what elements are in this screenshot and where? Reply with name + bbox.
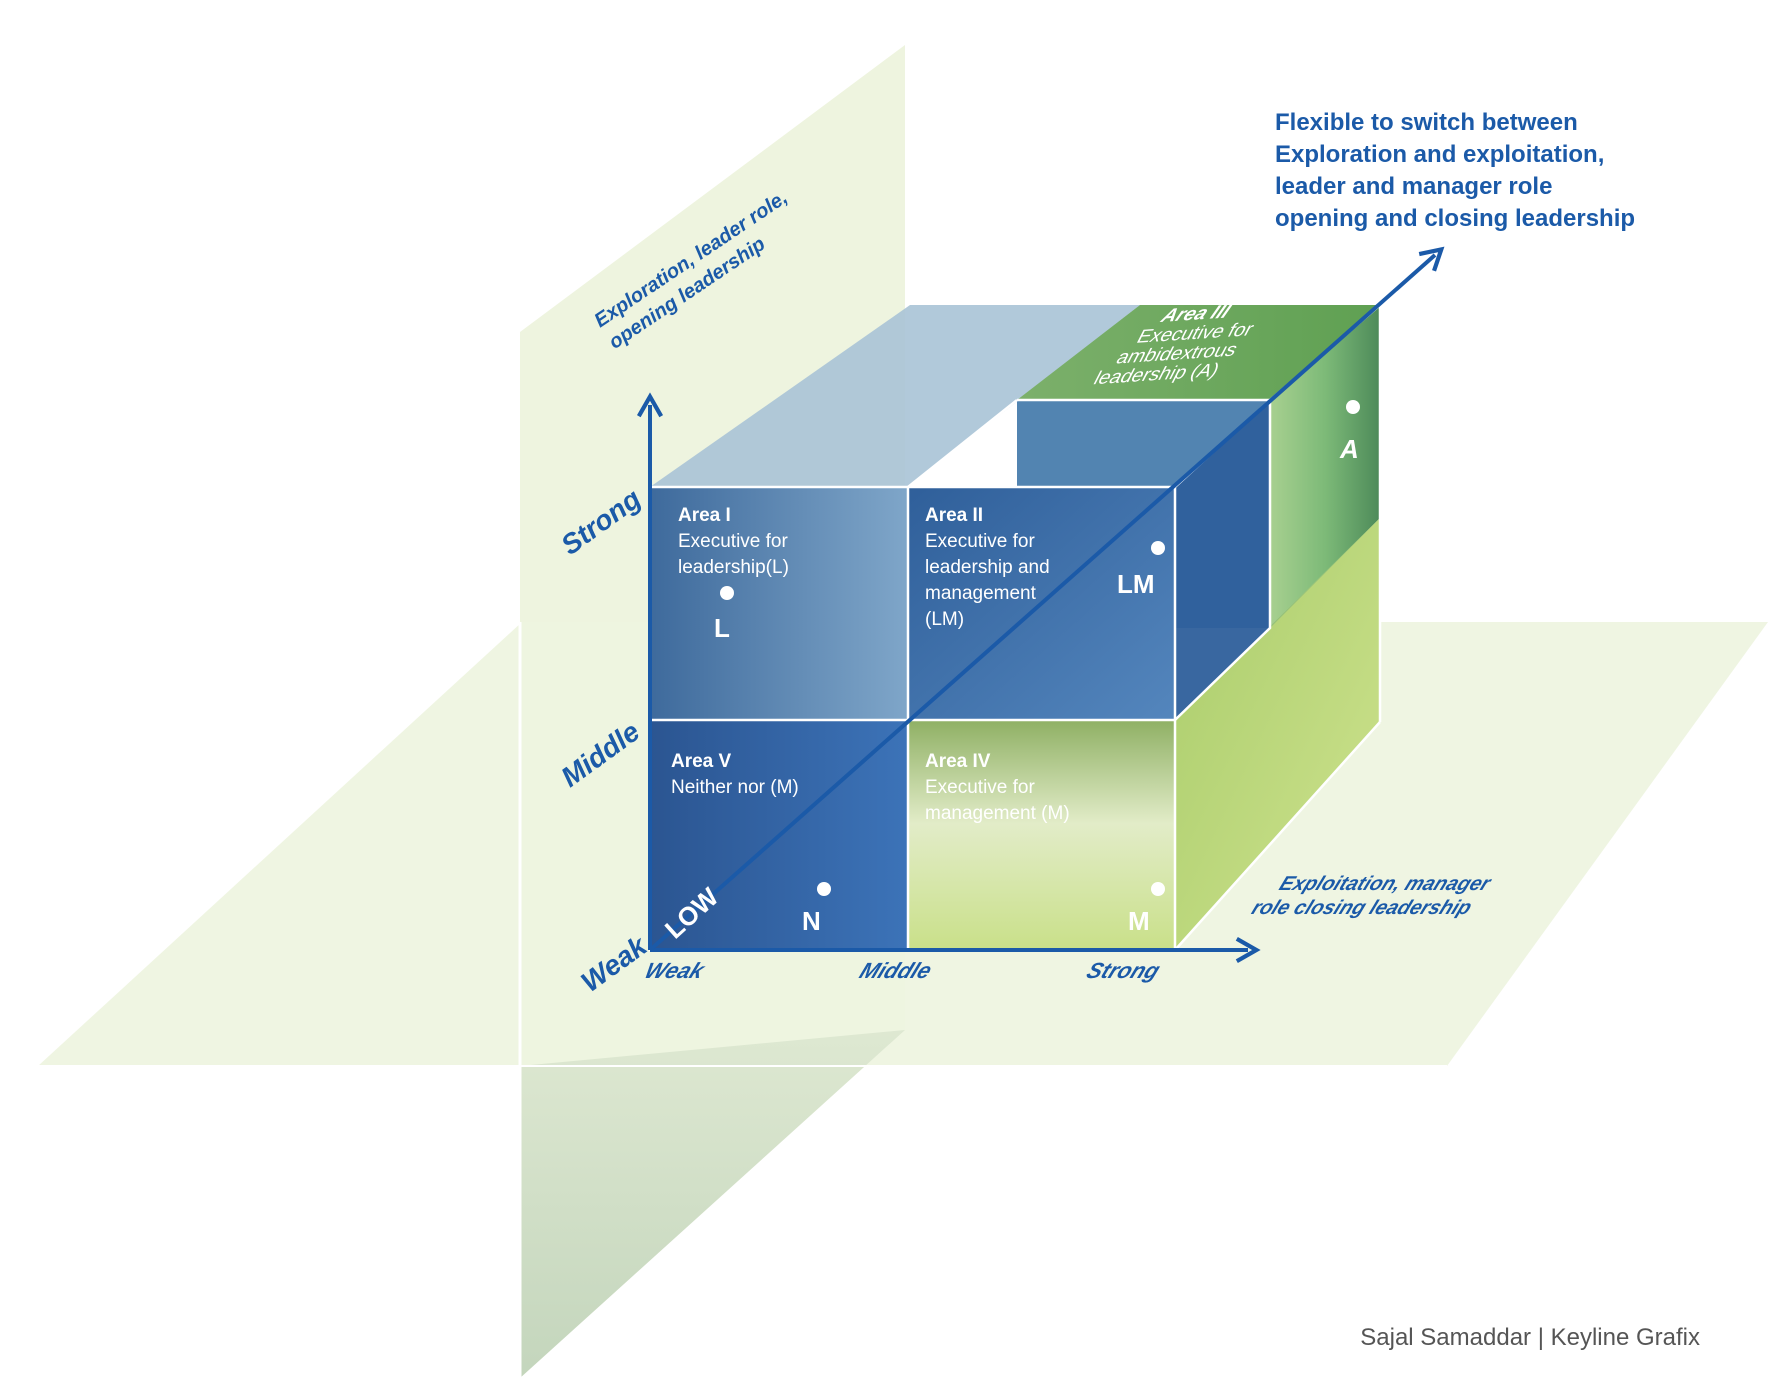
area2-line2: leadership and (925, 557, 1050, 578)
note-line4: opening and closing leadership (1275, 205, 1635, 232)
vertical-plane-lower (520, 1030, 905, 1378)
point-n-dot (817, 882, 831, 896)
area1-line1: Executive for (678, 531, 788, 552)
top-right-note: Flexible to switch between Exploration a… (1275, 109, 1635, 232)
area3-top-face (1017, 305, 1380, 400)
area5-title: Area V (671, 751, 732, 772)
area5-line1: Neither nor (M) (671, 777, 799, 798)
area3-text: Area III Executive for ambidextrous lead… (1090, 301, 1258, 389)
area1-title: Area I (678, 505, 731, 526)
area1-face (650, 487, 908, 720)
area3-right-face (1270, 305, 1380, 628)
area4-face (908, 720, 1175, 950)
area4-side-face (1175, 518, 1380, 950)
area2-line4: (LM) (925, 609, 964, 630)
horizontal-plane-label-line2: role closing leadership (1248, 897, 1475, 919)
cube-top-left-face (650, 305, 1140, 487)
area4-line1: Executive for (925, 777, 1035, 798)
point-m-label: M (1128, 906, 1150, 936)
point-a-label: A (1339, 434, 1359, 464)
point-lm-dot (1151, 541, 1165, 555)
horizontal-plane-label: Exploitation, manager role closing leade… (1248, 873, 1495, 919)
area4-title: Area IV (925, 751, 991, 772)
point-a-dot (1346, 400, 1360, 414)
x-axis-weak-label: Weak (641, 958, 709, 983)
area2-title: Area II (925, 505, 983, 526)
point-l-dot (720, 586, 734, 600)
point-n-label: N (802, 906, 821, 936)
diagonal-axis-arrow (648, 246, 1445, 952)
area2-line3: management (925, 583, 1037, 604)
note-line2: Exploration and exploitation, (1275, 141, 1604, 168)
area2-line1: Executive for (925, 531, 1035, 552)
credit-text: Sajal Samaddar | Keyline Grafix (1360, 1324, 1700, 1351)
x-axis-middle-label: Middle (856, 958, 936, 983)
area2-side-face (1175, 400, 1270, 720)
note-line1: Flexible to switch between (1275, 109, 1578, 136)
horizontal-plane-label-line1: Exploitation, manager (1276, 873, 1496, 895)
note-line3: leader and manager role (1275, 173, 1552, 200)
x-axis-strong-label: Strong (1083, 958, 1164, 983)
area1-line2: leadership(L) (678, 557, 789, 578)
point-m-dot (1151, 882, 1165, 896)
point-lm-label: LM (1117, 569, 1155, 599)
area4-line2: management (M) (925, 803, 1070, 824)
point-l-label: L (714, 613, 730, 643)
